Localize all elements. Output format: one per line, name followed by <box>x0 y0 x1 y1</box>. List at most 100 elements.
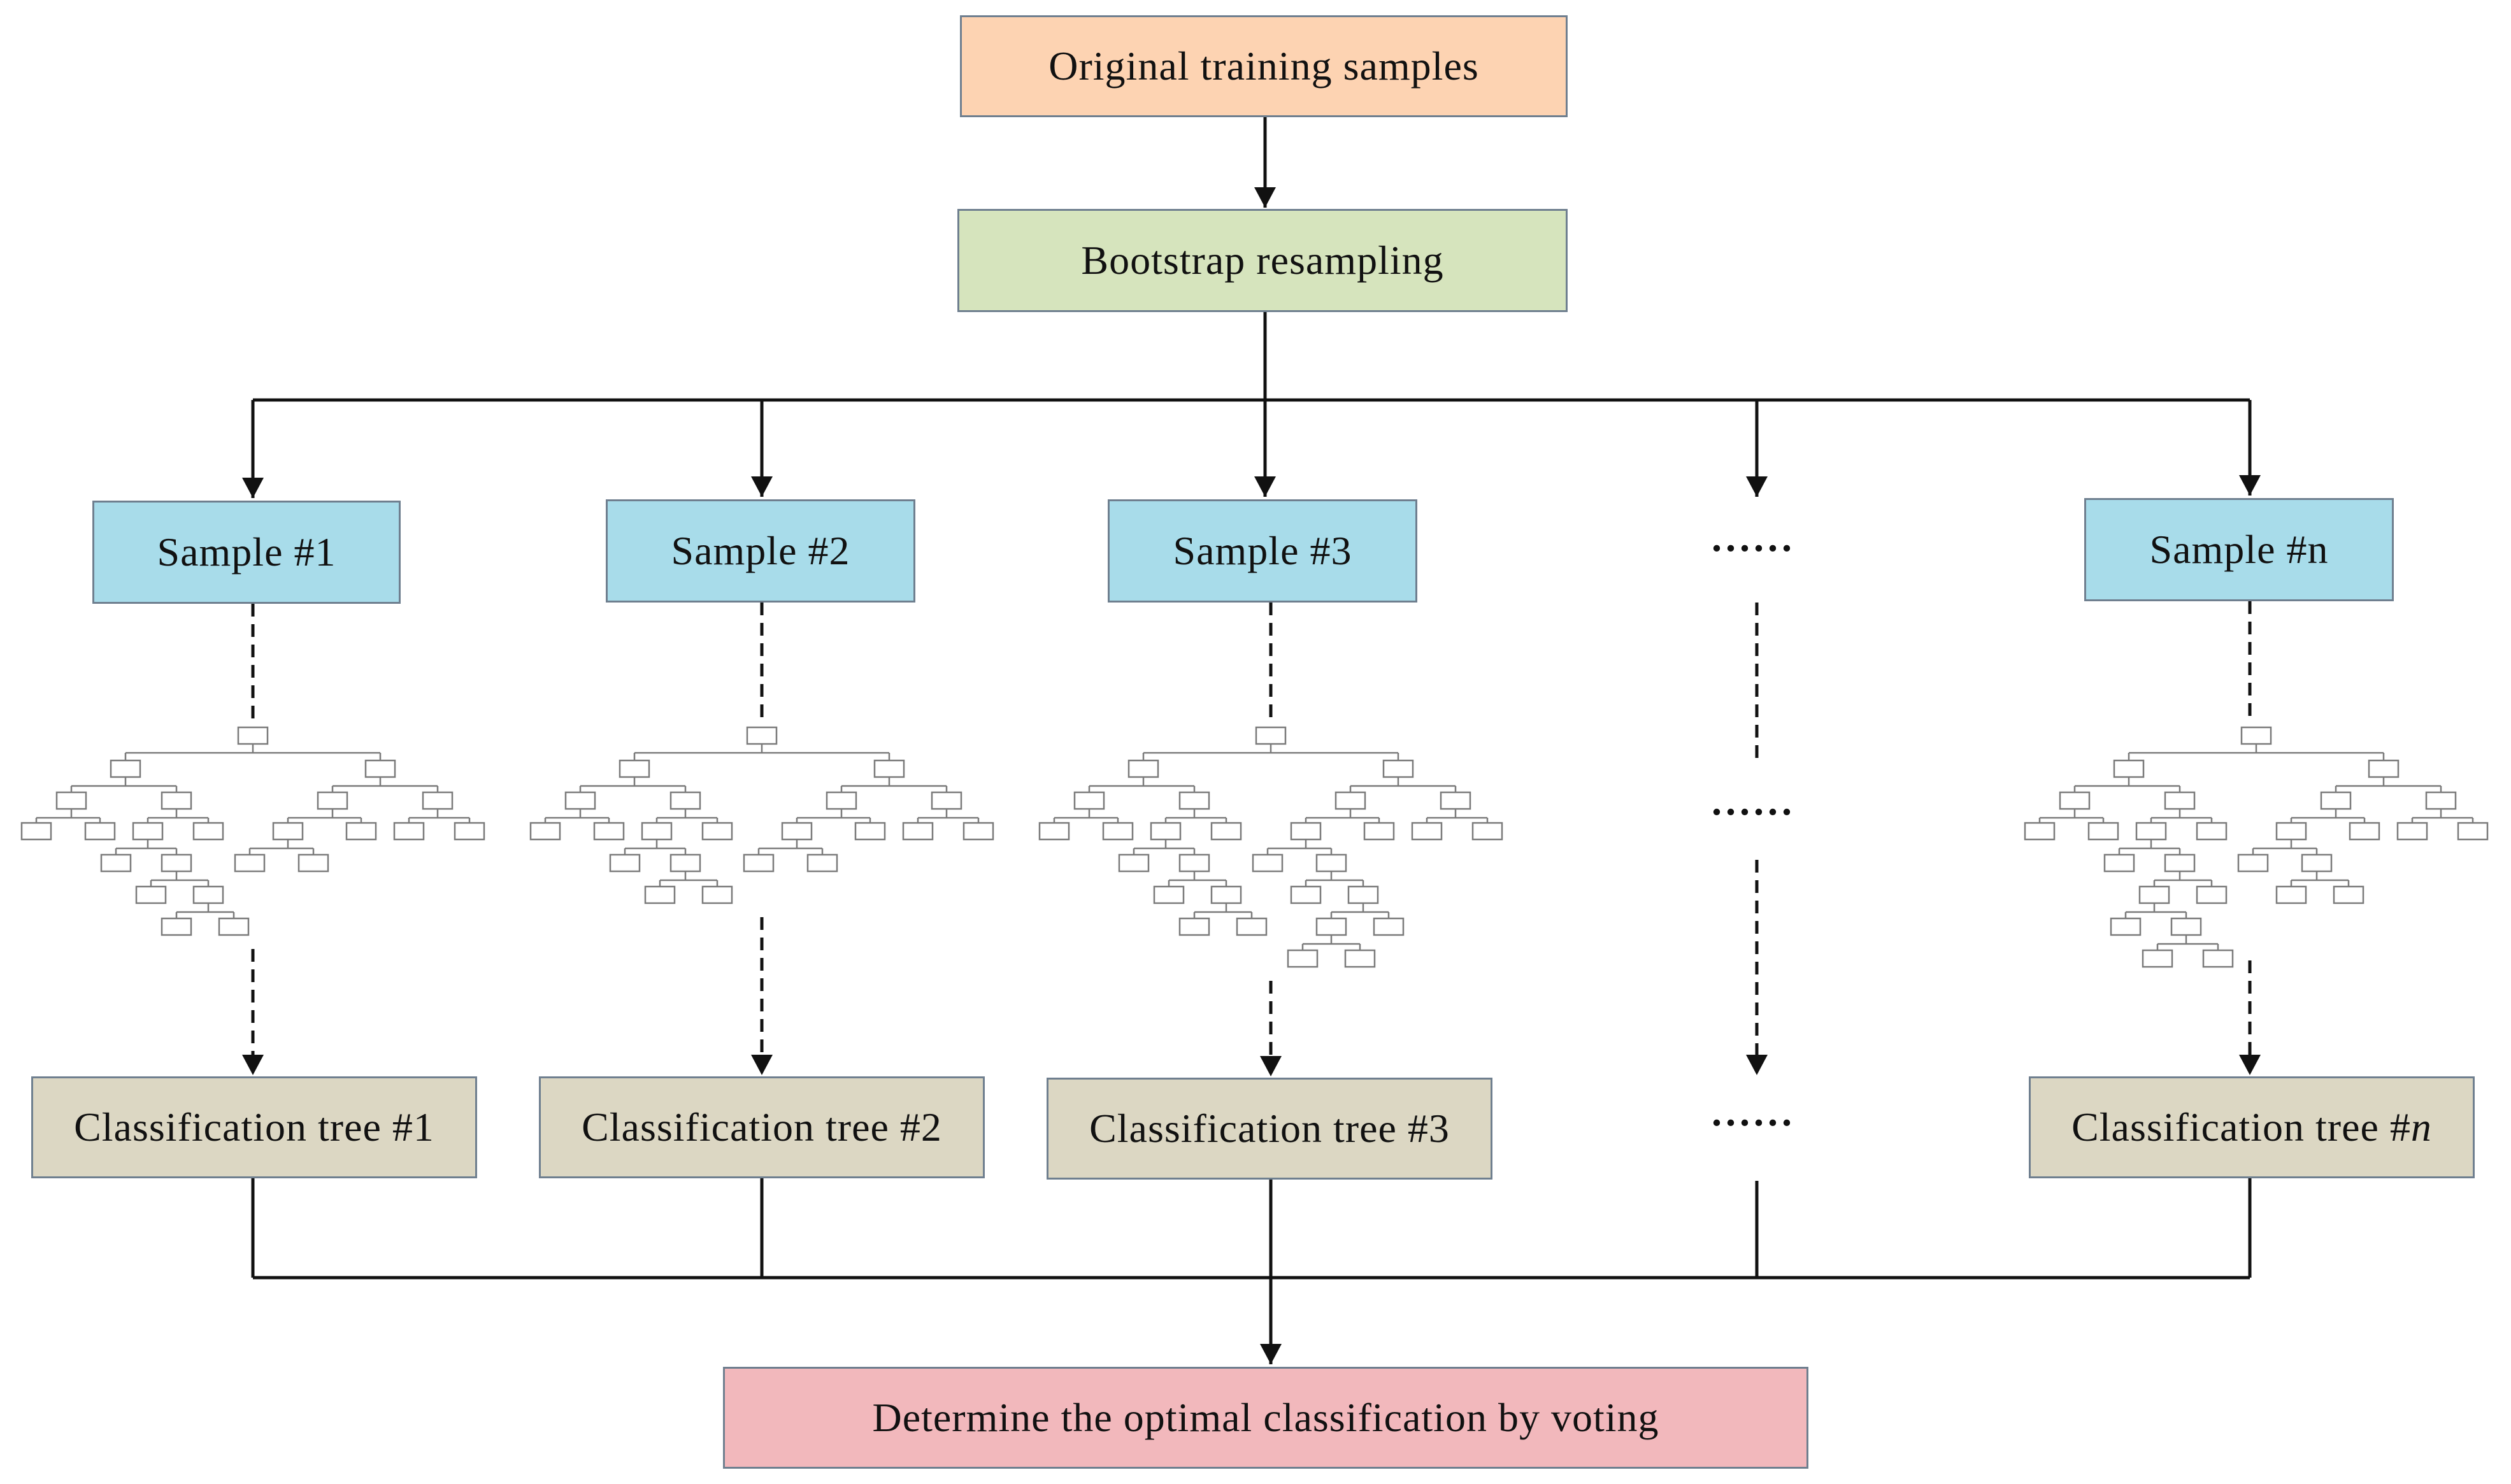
arrow-original-to-bootstrap-head <box>1254 187 1276 208</box>
mini-tree-1-node-16 <box>161 853 192 873</box>
mini-tree-2-node-1 <box>619 759 650 778</box>
mini-tree-3-node-25 <box>1315 917 1347 936</box>
sample-3-box: Sample #3 <box>1108 499 1417 603</box>
classification-tree-n-label: Classification tree #n <box>2071 1104 2432 1151</box>
mini-tree-n-node-10 <box>2196 822 2228 841</box>
mini-tree-3-node-28 <box>1344 949 1376 968</box>
sample-n-box: Sample #n <box>2084 498 2394 601</box>
mini-tree-n-node-2 <box>2368 759 2400 778</box>
mini-tree-n-node-22 <box>2333 885 2364 904</box>
mini-tree-n-node-16 <box>2164 853 2196 873</box>
mini-tree-2-node-18 <box>701 885 733 904</box>
mini-tree-n-node-1 <box>2113 759 2145 778</box>
arrow-to-sample-1-head <box>242 478 264 498</box>
mini-tree-1-node-12 <box>345 822 377 841</box>
ellipsis-samples: ...... <box>1712 515 1796 560</box>
mini-tree-1-node-3 <box>55 791 87 810</box>
original-training-samples-box: Original training samples <box>960 15 1568 117</box>
mini-tree-2-node-6 <box>931 791 962 810</box>
mini-tree-2-node-7 <box>529 822 561 841</box>
mini-tree-3-node-22 <box>1236 917 1268 936</box>
mini-tree-2-node-13 <box>902 822 934 841</box>
mini-tree-n-node-9 <box>2135 822 2167 841</box>
mini-tree-2-node-11 <box>781 822 813 841</box>
classification-tree-n-italic: n <box>2410 1104 2432 1150</box>
mini-tree-n <box>2024 726 2489 968</box>
mini-tree-2 <box>529 726 994 904</box>
mini-tree-2-node-16 <box>669 853 701 873</box>
classification-tree-n-prefix: Classification tree # <box>2071 1104 2411 1150</box>
mini-tree-2-node-5 <box>826 791 857 810</box>
mini-tree-3-node-0 <box>1255 726 1287 745</box>
mini-tree-3-node-3 <box>1073 791 1105 810</box>
mini-tree-n-node-13 <box>2396 822 2428 841</box>
mini-tree-2-node-0 <box>746 726 778 745</box>
mini-tree-n-node-25 <box>2142 949 2173 968</box>
classification-tree-2-label: Classification tree #2 <box>582 1104 942 1150</box>
dash-arrow-tree-2-head <box>751 1055 773 1075</box>
mini-tree-3-node-17 <box>1153 885 1185 904</box>
mini-tree-n-node-26 <box>2202 949 2234 968</box>
arrow-to-sample-n-head <box>2239 475 2261 496</box>
mini-tree-2-node-12 <box>854 822 886 841</box>
mini-tree-n-node-0 <box>2240 726 2272 745</box>
mini-tree-3-node-11 <box>1290 822 1322 841</box>
sample-2-label: Sample #2 <box>671 528 850 573</box>
mini-tree-1-node-1 <box>110 759 141 778</box>
mini-tree-3-node-23 <box>1290 885 1322 904</box>
arrow-to-ellipsis-head <box>1746 476 1768 497</box>
mini-tree-1-node-5 <box>317 791 348 810</box>
dash-arrow-ellipsis-head <box>1746 1055 1768 1075</box>
voting-result-label: Determine the optimal classification by … <box>872 1395 1659 1440</box>
mini-tree-3-node-4 <box>1178 791 1210 810</box>
original-training-samples-label: Original training samples <box>1048 43 1479 89</box>
mini-tree-2-node-20 <box>806 853 838 873</box>
sample-1-label: Sample #1 <box>157 529 336 574</box>
mini-tree-3-node-26 <box>1373 917 1405 936</box>
classification-tree-3-label: Classification tree #3 <box>1089 1106 1450 1151</box>
mini-tree-2-node-2 <box>873 759 905 778</box>
ellipsis-trees: ...... <box>1712 778 1796 824</box>
mini-tree-2-node-9 <box>641 822 673 841</box>
classification-tree-2-box: Classification tree #2 <box>539 1076 985 1178</box>
mini-tree-n-node-14 <box>2457 822 2489 841</box>
mini-tree-1-node-4 <box>161 791 192 810</box>
mini-tree-1-node-8 <box>84 822 116 841</box>
mini-tree-2-node-10 <box>701 822 733 841</box>
mini-tree-3-node-7 <box>1038 822 1070 841</box>
mini-tree-1-node-17 <box>135 885 167 904</box>
mini-tree-1 <box>20 726 485 936</box>
mini-tree-1-node-18 <box>192 885 224 904</box>
mini-tree-3-node-15 <box>1118 853 1150 873</box>
dash-arrow-tree-1-head <box>242 1055 264 1075</box>
mini-tree-1-node-10 <box>192 822 224 841</box>
mini-tree-2-node-8 <box>593 822 625 841</box>
mini-tree-3-node-2 <box>1382 759 1414 778</box>
mini-tree-3-node-24 <box>1347 885 1379 904</box>
arrow-to-sample-2-head <box>751 476 773 497</box>
sample-2-box: Sample #2 <box>606 499 915 603</box>
mini-tree-3-node-14 <box>1471 822 1503 841</box>
mini-tree-n-node-5 <box>2320 791 2352 810</box>
mini-tree-n-node-12 <box>2349 822 2380 841</box>
mini-tree-3 <box>1038 726 1503 968</box>
arrow-to-voting-head <box>1260 1344 1282 1364</box>
mini-tree-1-node-21 <box>161 917 192 936</box>
arrow-to-sample-3-head <box>1254 476 1276 497</box>
mini-tree-1-node-22 <box>218 917 250 936</box>
mini-tree-1-node-11 <box>272 822 304 841</box>
classification-tree-1-label: Classification tree #1 <box>74 1104 434 1150</box>
mini-tree-2-node-3 <box>564 791 596 810</box>
mini-tree-3-node-8 <box>1102 822 1134 841</box>
mini-tree-n-node-3 <box>2059 791 2091 810</box>
mini-tree-2-node-19 <box>743 853 775 873</box>
mini-tree-n-node-4 <box>2164 791 2196 810</box>
classification-tree-1-box: Classification tree #1 <box>31 1076 477 1178</box>
sample-1-box: Sample #1 <box>92 501 401 604</box>
mini-tree-3-node-19 <box>1252 853 1284 873</box>
mini-tree-1-node-7 <box>20 822 52 841</box>
mini-tree-1-node-13 <box>393 822 425 841</box>
mini-tree-1-node-20 <box>297 853 329 873</box>
